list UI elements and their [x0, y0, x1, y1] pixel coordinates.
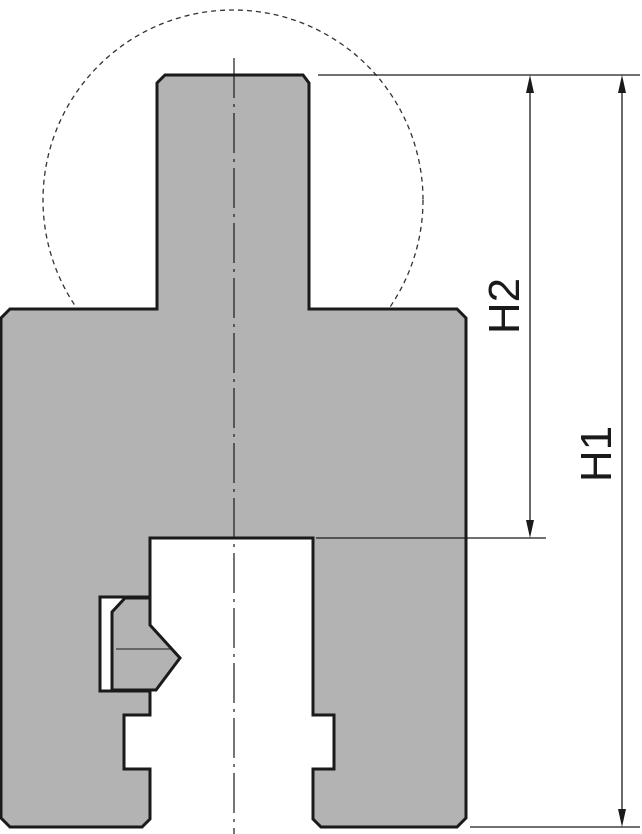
dimension-label-h2: H2: [480, 278, 529, 334]
clamp-insert: [110, 596, 182, 692]
dimension-label-h1: H1: [572, 426, 621, 482]
arrowhead-h2-bottom: [526, 520, 534, 538]
arrowhead-h2-top: [526, 75, 534, 93]
arrowhead-h1-bottom: [618, 809, 626, 827]
arrowhead-h1-top: [618, 75, 626, 93]
